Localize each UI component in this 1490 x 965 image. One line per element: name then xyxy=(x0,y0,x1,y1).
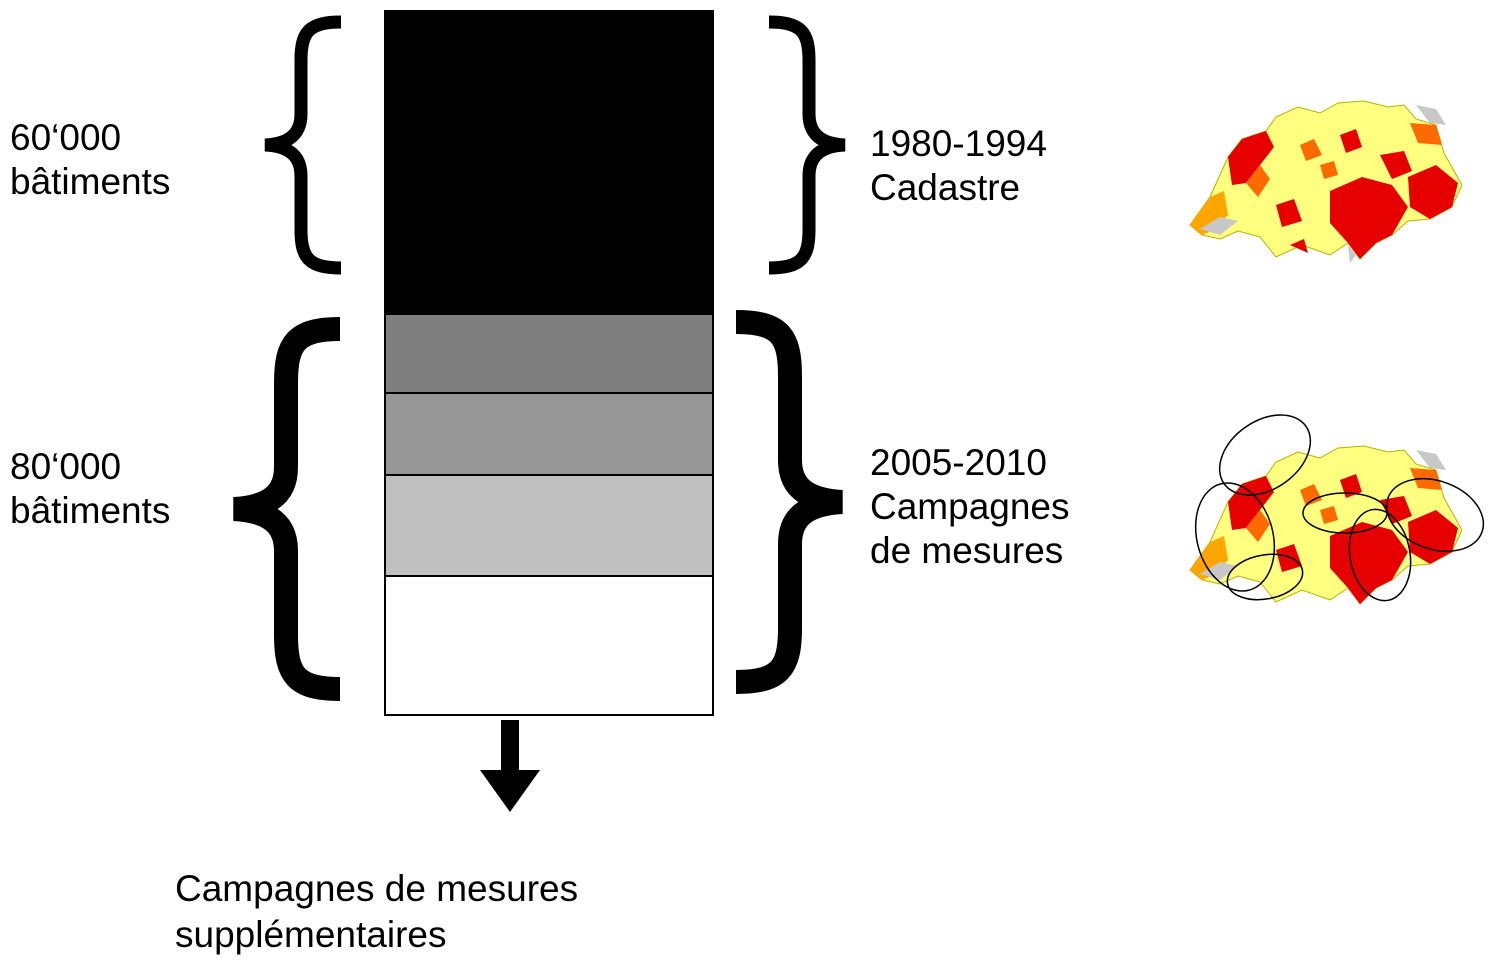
bottom-building-count: 80‘000 bâtiments xyxy=(10,446,171,531)
campaign-block-2 xyxy=(384,394,714,476)
building-stack xyxy=(384,10,714,716)
bottom-right-brace xyxy=(735,310,844,694)
cadastre-block xyxy=(384,10,714,315)
bottom-period-label: 2005-2010 Campagnes de mesures xyxy=(870,442,1070,571)
switzerland-radon-map-with-campaign-circles-icon xyxy=(1189,414,1485,605)
top-right-brace xyxy=(768,15,846,275)
switzerland-radon-map-icon xyxy=(1189,100,1463,263)
campaign-block-4 xyxy=(384,577,714,716)
additional-campaigns-label: Campagnes de mesures supplémentaires xyxy=(175,868,579,955)
top-building-count: 60‘000 bâtiments xyxy=(10,117,171,202)
arrow-down-icon xyxy=(480,720,540,812)
top-period-label: 1980-1994 Cadastre xyxy=(870,123,1047,208)
bottom-left-brace xyxy=(232,317,341,701)
top-left-brace xyxy=(264,15,342,275)
campaign-block-1 xyxy=(384,315,714,394)
campaign-block-3 xyxy=(384,476,714,577)
